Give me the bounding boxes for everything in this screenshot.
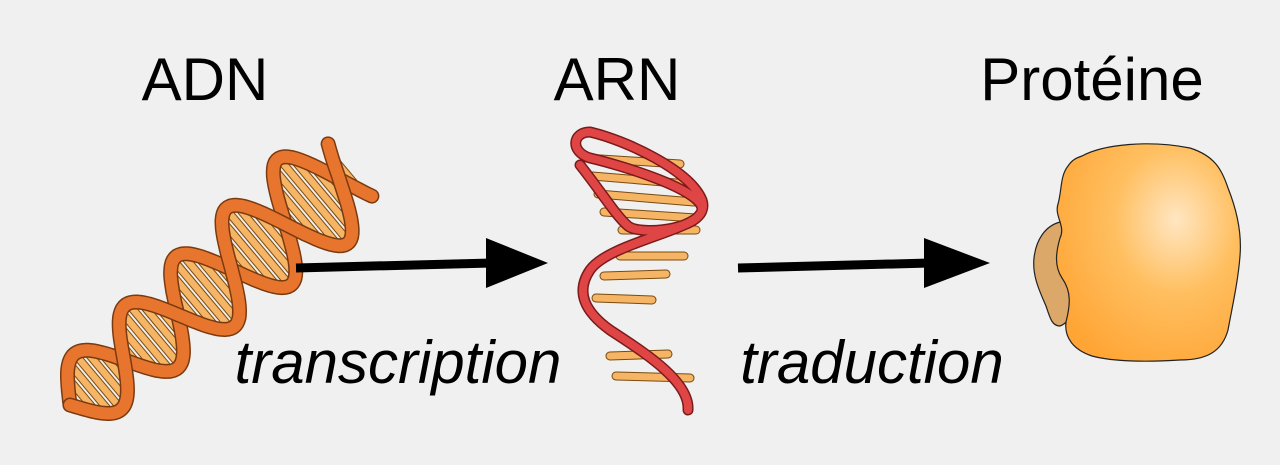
- dna-base-pair: [117, 308, 175, 375]
- dna-base-pair: [169, 256, 235, 332]
- dna-base-pair: [233, 202, 299, 279]
- dna-base-pair: [124, 300, 184, 369]
- dna-base-pair: [222, 205, 294, 289]
- transcription-label: transcription: [235, 329, 562, 396]
- protein-illustration: [1033, 143, 1241, 362]
- rna-label: ARN: [554, 46, 681, 113]
- dna-backbone-b: [61, 150, 378, 411]
- dna-base-pair: [275, 155, 353, 246]
- rna-base: [594, 190, 698, 206]
- dna-base-pair: [270, 164, 342, 249]
- dna-base-pair: [218, 217, 282, 291]
- dna-base-pair: [82, 347, 130, 403]
- rna-strand-illustration: [570, 126, 709, 416]
- rna-base: [600, 270, 670, 280]
- dna-label: ADN: [142, 46, 269, 113]
- dna-helix-illustration: [60, 136, 380, 421]
- rna-backbone: [571, 128, 707, 414]
- protein-body: [1055, 143, 1241, 362]
- dna-base-pair: [288, 154, 356, 233]
- dna-base-pair: [65, 359, 115, 417]
- dna-backbone-a: [64, 137, 359, 420]
- rna-base: [592, 294, 656, 304]
- dna-base-pair: [178, 250, 242, 325]
- dna-base-pair: [71, 350, 125, 413]
- translation-label: traduction: [740, 329, 1004, 396]
- transcription-arrow: [295, 238, 548, 288]
- protein-label: Protéine: [980, 46, 1203, 113]
- translation-arrow: [737, 238, 990, 288]
